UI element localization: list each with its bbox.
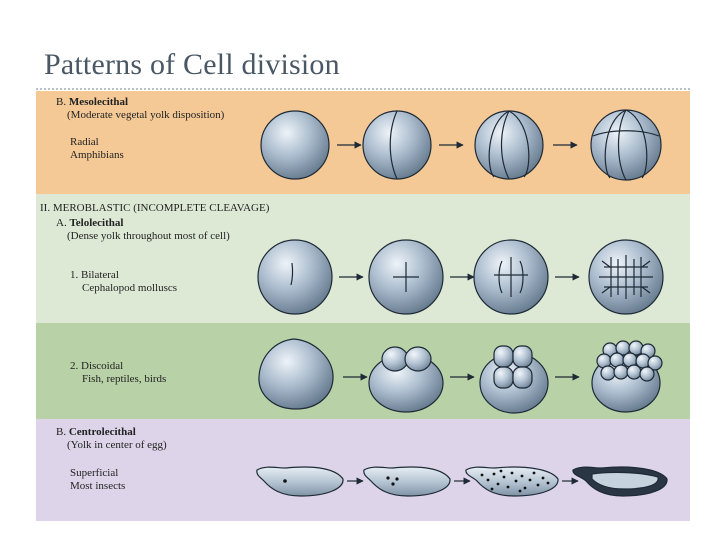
mesolecithal-organisms: Amphibians bbox=[70, 149, 124, 161]
discoidal-stage-4 bbox=[591, 340, 663, 413]
cleavage-illustrations bbox=[256, 109, 668, 497]
cleavage-figure: B. Mesolecithal (Moderate vegetal yolk d… bbox=[36, 91, 690, 521]
telolecithal-heading: A. Telolecithal bbox=[56, 217, 123, 230]
discoidal-stage-2 bbox=[368, 346, 444, 413]
bilateral-organisms: Cephalopod molluscs bbox=[82, 282, 178, 294]
telolecithal-letter: A. bbox=[56, 217, 67, 229]
mesolecithal-heading: B. Mesolecithal bbox=[56, 96, 128, 109]
discoidal-band bbox=[36, 323, 690, 419]
centrolecithal-letter: B. bbox=[56, 426, 67, 438]
superficial-pattern: Superficial bbox=[70, 467, 119, 479]
page-title: Patterns of Cell division bbox=[44, 48, 340, 81]
superficial-stage-2 bbox=[363, 466, 451, 497]
radial-stage-1 bbox=[260, 110, 330, 180]
discoidal-stage-3 bbox=[479, 345, 549, 414]
mesolecithal-title: Mesolecithal bbox=[68, 96, 129, 108]
superficial-stage-3 bbox=[465, 466, 559, 497]
telolecithal-band bbox=[36, 194, 690, 323]
mesolecithal-description: (Moderate vegetal yolk disposition) bbox=[67, 109, 225, 121]
centrolecithal-description: (Yolk in center of egg) bbox=[67, 439, 167, 451]
meroblastic-heading: II. MEROBLASTIC (INCOMPLETE CLEAVAGE) bbox=[40, 202, 270, 214]
bilateral-stage-4 bbox=[588, 239, 664, 315]
title-divider bbox=[36, 88, 690, 90]
centrolecithal-heading: B. Centrolecithal bbox=[56, 426, 136, 439]
radial-stage-3 bbox=[474, 110, 544, 180]
bilateral-stage-1 bbox=[257, 239, 333, 315]
mesolecithal-letter: B. bbox=[56, 96, 67, 108]
discoidal-pattern: 2. Discoidal bbox=[70, 360, 124, 372]
superficial-stage-4 bbox=[572, 466, 668, 497]
discoidal-organisms: Fish, reptiles, birds bbox=[82, 373, 167, 385]
superficial-stage-1 bbox=[256, 466, 344, 497]
superficial-organisms: Most insects bbox=[70, 480, 126, 492]
centrolecithal-title: Centrolecithal bbox=[68, 426, 136, 438]
telolecithal-description: (Dense yolk throughout most of cell) bbox=[67, 230, 230, 242]
telolecithal-title: Telolecithal bbox=[69, 217, 124, 229]
discoidal-stage-1 bbox=[258, 338, 334, 410]
radial-stage-4 bbox=[590, 109, 662, 181]
radial-stage-2 bbox=[362, 110, 432, 180]
bilateral-stage-3 bbox=[473, 239, 549, 315]
mesolecithal-pattern: Radial bbox=[70, 136, 99, 148]
bilateral-stage-2 bbox=[368, 239, 444, 315]
bilateral-pattern: 1. Bilateral bbox=[70, 269, 119, 281]
